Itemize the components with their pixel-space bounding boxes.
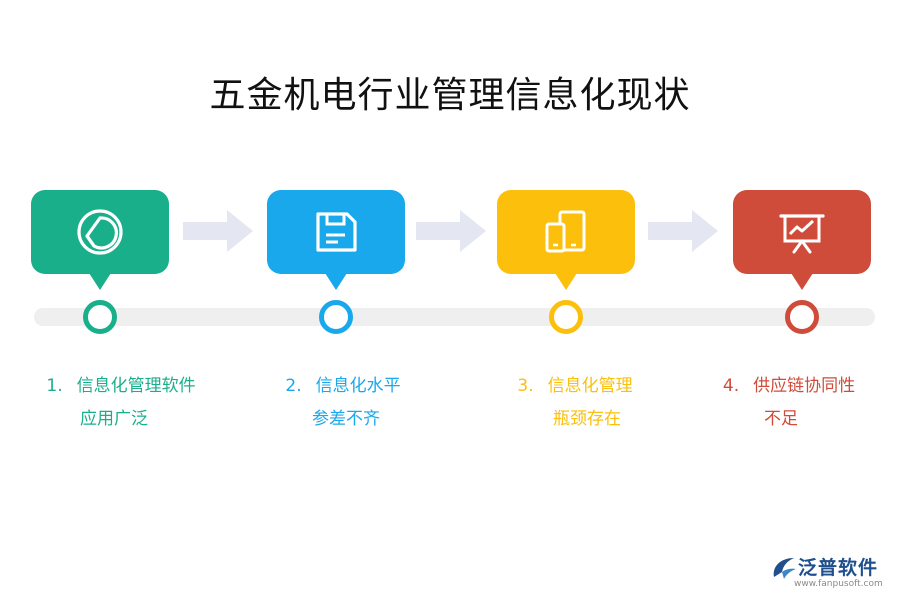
step-3-label: 3. 信息化管理 瓶颈存在 — [480, 370, 670, 436]
step-number: 3. — [517, 376, 534, 396]
brand-url: www.fanpusoft.com — [794, 579, 883, 589]
step-4-dot — [785, 300, 819, 334]
step-2-label: 2. 信息化水平 参差不齐 — [248, 370, 438, 436]
step-text: 瓶颈存在 — [553, 409, 621, 429]
timeline-track — [34, 308, 875, 326]
step-1-dot — [83, 300, 117, 334]
pie-chart-icon — [77, 209, 123, 255]
step-1-card — [31, 190, 169, 290]
step-text: 不足 — [764, 409, 798, 429]
arrow-right-icon — [648, 210, 718, 252]
step-text: 信息化管理 — [547, 376, 633, 396]
devices-icon — [545, 210, 586, 253]
step-number: 1. — [46, 376, 63, 396]
step-number: 4. — [722, 376, 740, 396]
arrow-right-icon — [416, 210, 486, 252]
step-text: 参差不齐 — [312, 409, 380, 429]
fanpu-logo-icon — [773, 558, 796, 579]
step-number: 2. — [285, 376, 302, 396]
brand-name: 泛普软件 — [798, 557, 879, 579]
step-text: 信息化管理软件 — [76, 376, 196, 396]
step-4-label: 4. 供应链协同性 不足 — [694, 370, 884, 436]
floppy-disk-icon — [316, 212, 357, 252]
step-4-card — [733, 190, 871, 290]
step-2-dot — [319, 300, 353, 334]
step-text: 应用广泛 — [80, 409, 148, 429]
page-title: 五金机电行业管理信息化现状 — [209, 75, 691, 116]
step-3-dot — [549, 300, 583, 334]
brand-logo: 泛普软件 www.fanpusoft.com — [768, 553, 894, 597]
arrow-right-icon — [183, 210, 253, 252]
step-text: 供应链协同性 — [753, 376, 856, 396]
step-1-label: 1. 信息化管理软件 应用广泛 — [26, 370, 216, 436]
presentation-chart-icon — [779, 214, 825, 254]
step-3-card — [497, 190, 635, 290]
step-text: 信息化水平 — [315, 376, 401, 396]
step-2-card — [267, 190, 405, 290]
